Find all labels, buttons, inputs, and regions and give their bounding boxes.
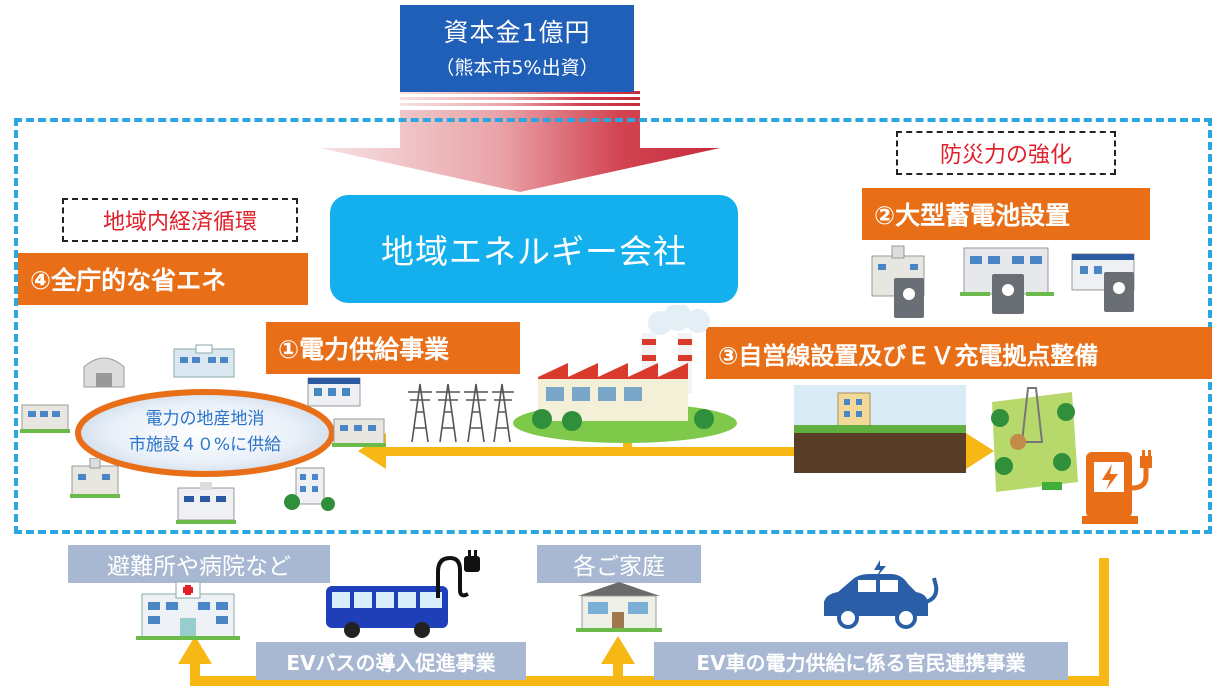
transmission-tower-icon bbox=[408, 383, 514, 443]
project-1-power-supply: ①電力供給事業 bbox=[266, 322, 520, 374]
project-3-private-line-ev: ③自営線設置及びＥＶ充電拠点整備 bbox=[706, 327, 1212, 379]
school-with-battery-icon bbox=[871, 245, 925, 318]
capital-investment-note: （熊本市5%出資） bbox=[435, 57, 599, 79]
local-supply-text: 電力の地産地消 市施設４０%に供給 bbox=[84, 392, 326, 472]
tag-disaster-resilience: 防災力の強化 bbox=[896, 131, 1116, 175]
capital-inflow-arrow bbox=[320, 91, 720, 192]
label-homes: 各ご家庭 bbox=[537, 545, 701, 583]
tower-block-icon bbox=[284, 467, 335, 511]
tag-local-economy: 地域内経済循環 bbox=[62, 198, 298, 242]
capital-amount: 資本金1億円 bbox=[443, 18, 591, 47]
underground-cable-scene-icon bbox=[794, 385, 966, 473]
office-building-icon bbox=[332, 418, 386, 447]
school-building-icon bbox=[20, 404, 70, 433]
house-icon bbox=[576, 582, 662, 632]
ev-charger-icon bbox=[1082, 450, 1152, 524]
label-ev-car-program: EV車の電力供給に係る官民連携事業 bbox=[654, 642, 1068, 680]
park-substation-icon bbox=[991, 387, 1078, 492]
horizontal-flow-line bbox=[380, 447, 970, 456]
warehouse-icon bbox=[83, 357, 125, 388]
ev-bus-icon bbox=[326, 586, 448, 638]
city-hall-building-icon bbox=[176, 482, 236, 524]
capital-box: 資本金1億円 （熊本市5%出資） bbox=[400, 5, 634, 92]
project-2-battery: ②大型蓄電池設置 bbox=[862, 188, 1150, 240]
school-building-2-icon bbox=[70, 458, 120, 498]
plug-cable-icon bbox=[436, 550, 480, 598]
label-shelters-hospitals: 避難所や病院など bbox=[68, 545, 330, 583]
ev-car-icon bbox=[824, 560, 939, 629]
label-ev-bus-program: EVバスの導入促進事業 bbox=[256, 642, 526, 680]
local-energy-company-box: 地域エネルギー会社 bbox=[330, 195, 738, 303]
city-office-with-battery-icon bbox=[960, 247, 1054, 314]
power-plant-factory-icon bbox=[513, 305, 737, 443]
company-scope-frame bbox=[14, 118, 1212, 534]
hospital-icon bbox=[136, 581, 240, 640]
hospital-building-icon bbox=[173, 344, 235, 378]
local-supply-line1: 電力の地産地消 bbox=[145, 409, 265, 429]
hospital-with-battery-icon bbox=[1071, 253, 1135, 312]
project-4-energy-saving: ④全庁的な省エネ bbox=[18, 253, 308, 305]
local-supply-line2: 市施設４０%に供給 bbox=[128, 435, 282, 455]
local-supply-oval bbox=[75, 389, 335, 477]
public-hall-icon bbox=[307, 377, 361, 407]
right-arrowhead bbox=[966, 433, 994, 469]
